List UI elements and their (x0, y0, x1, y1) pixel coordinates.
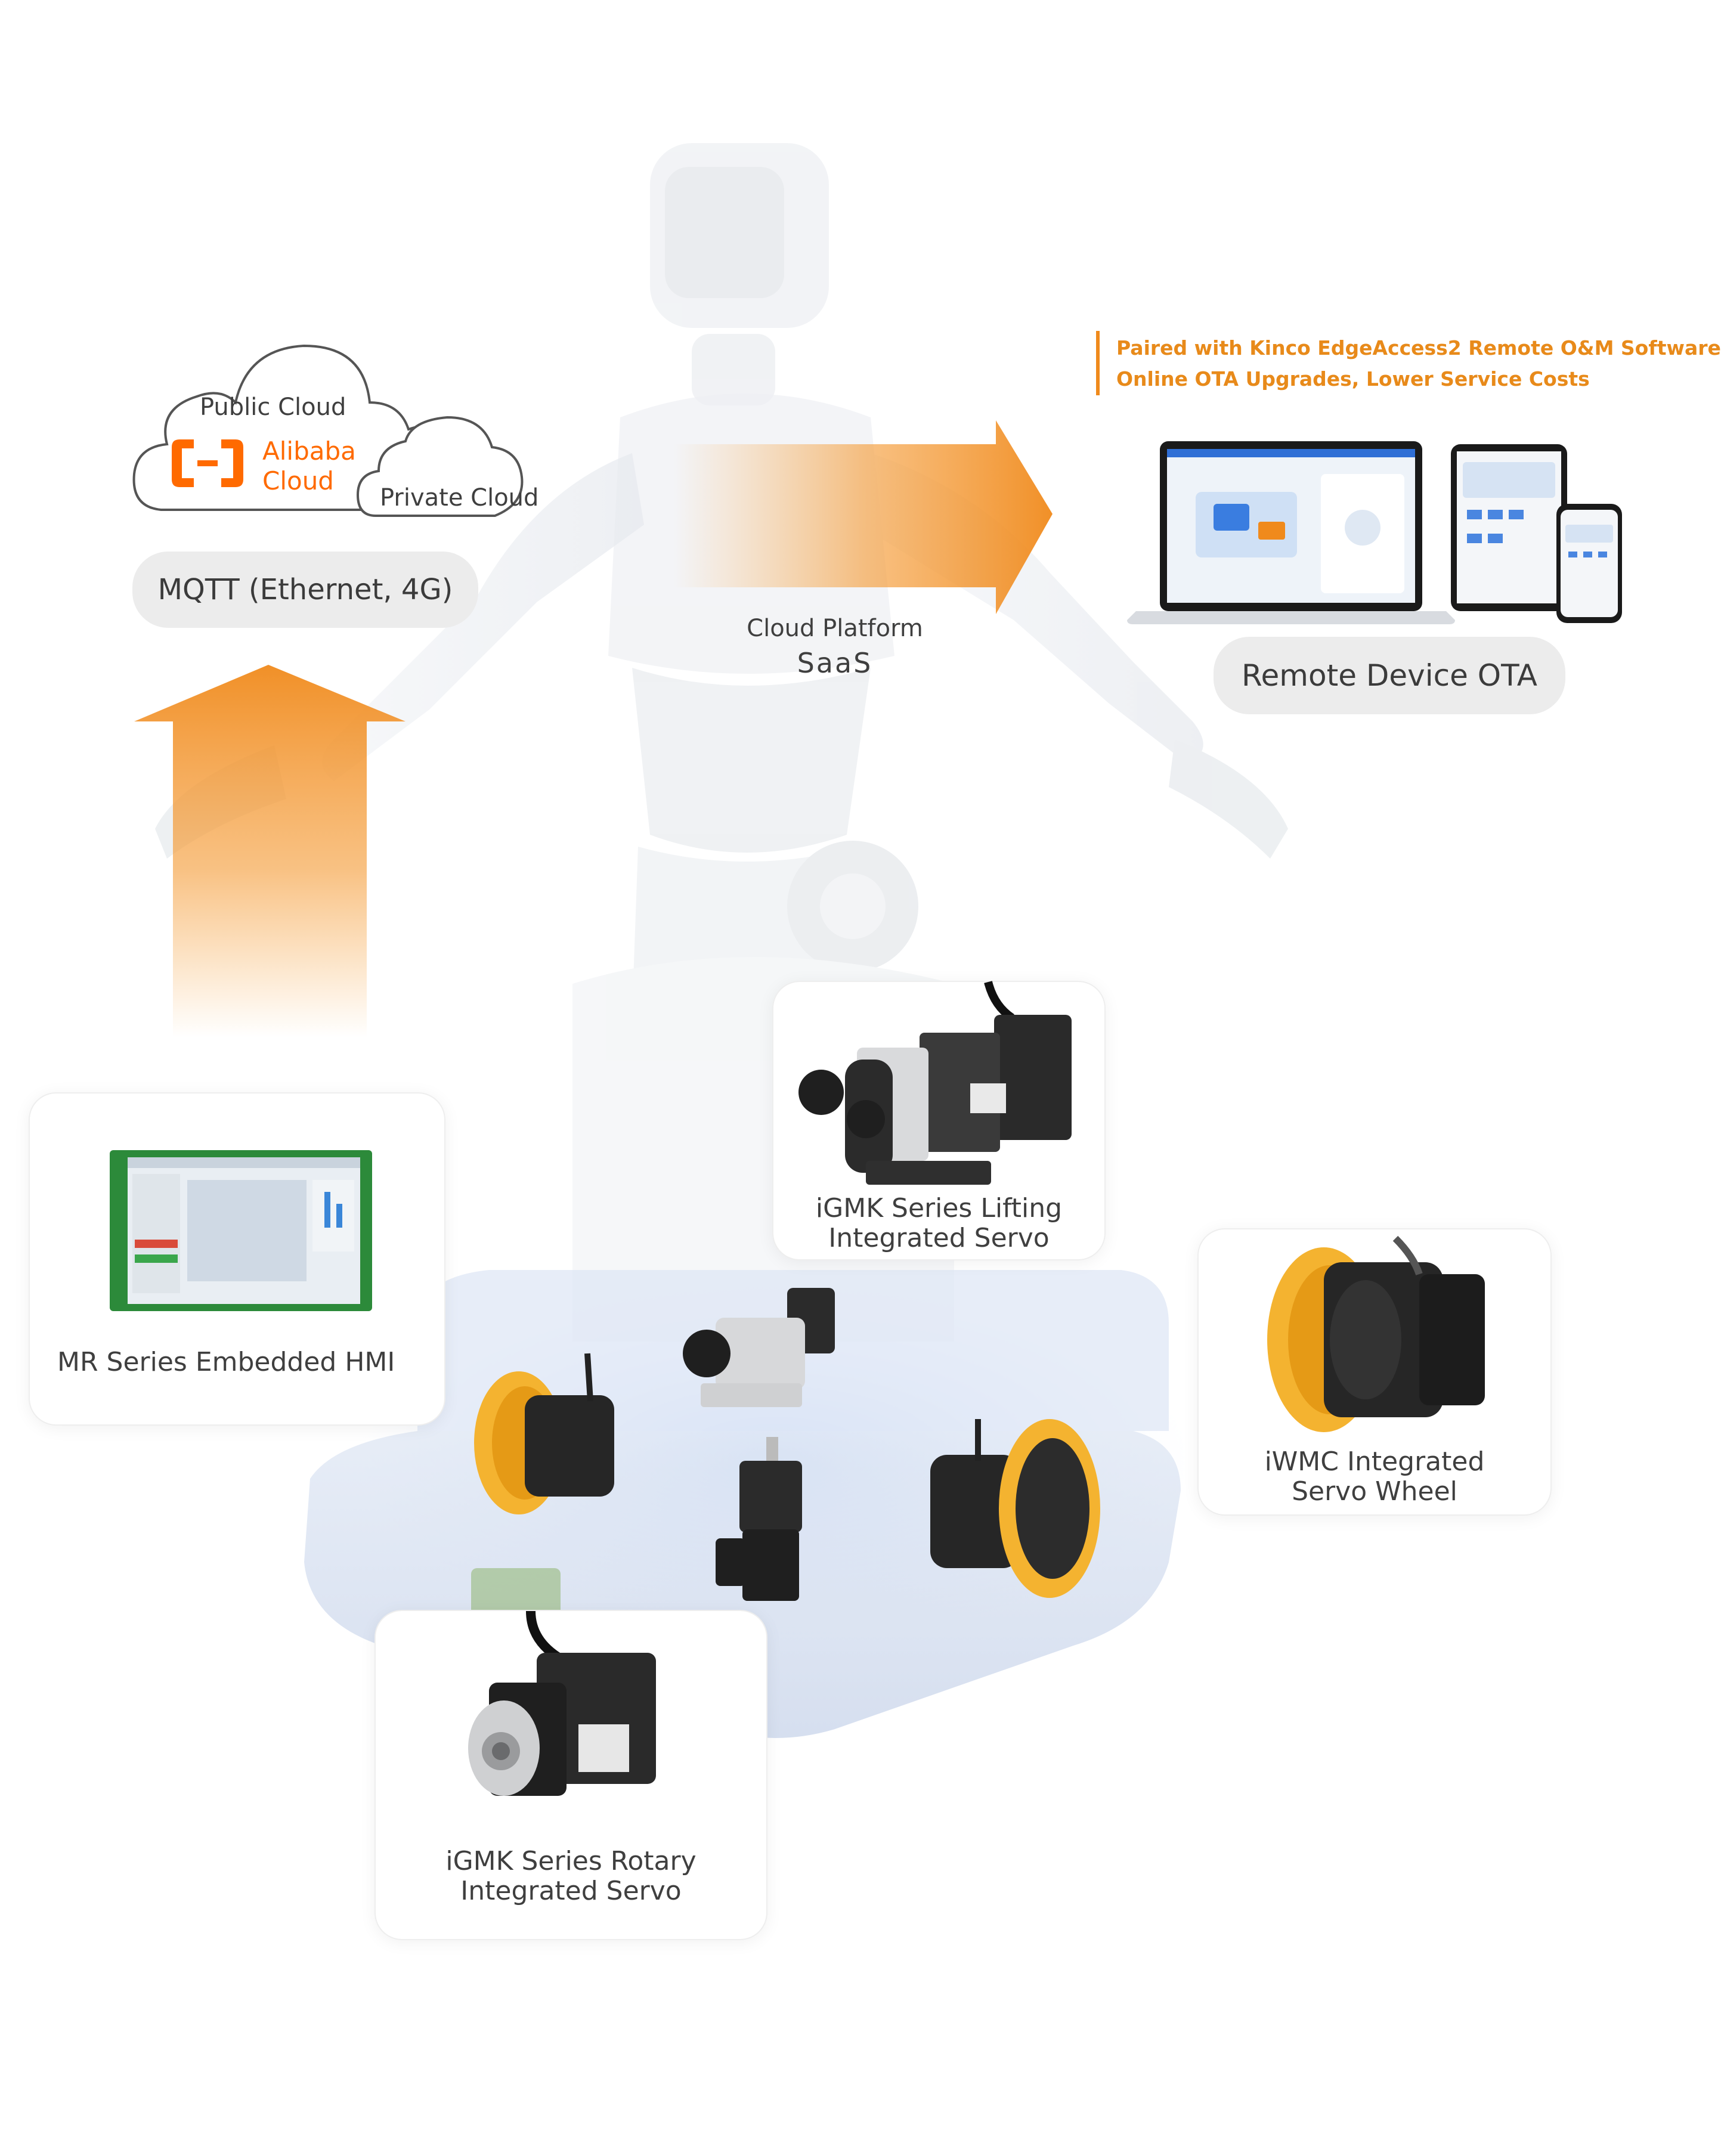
robot-head (650, 143, 829, 405)
lifting-servo-image (798, 981, 1072, 1185)
agv-right-wheel (930, 1419, 1100, 1598)
lifting-servo-label: iGMK Series Lifting Integrated Servo (773, 1194, 1104, 1253)
remote-ota-label: Remote Device OTA (1242, 658, 1537, 693)
public-cloud-label: Public Cloud (200, 394, 346, 421)
note-accent-bar (1096, 331, 1100, 395)
alibaba-cloud-logo-icon (172, 439, 243, 487)
agv-components (474, 1288, 1100, 1601)
agv-lifting-servo (683, 1288, 835, 1407)
hmi-card: MR Series Embedded HMI (29, 1092, 445, 1426)
wheel-line1: iWMC Integrated (1264, 1446, 1485, 1477)
brand-line2: Cloud (262, 466, 334, 495)
hmi-device-image (110, 1150, 372, 1311)
mqtt-label: MQTT (Ethernet, 4G) (157, 573, 453, 606)
remote-ota-pill: Remote Device OTA (1214, 637, 1565, 714)
cloud-platform-title: Cloud Platform (747, 615, 923, 642)
hmi-label: MR Series Embedded HMI (57, 1347, 395, 1377)
software-note: Paired with Kinco EdgeAccess2 Remote O&M… (1116, 333, 1721, 395)
note-line2: Online OTA Upgrades, Lower Service Costs (1116, 367, 1590, 391)
cloud-platform: Cloud Platform SaaS (710, 611, 960, 680)
servo-wheel-image (1267, 1235, 1485, 1432)
flow-arrows (134, 420, 1053, 1037)
rotary-servo-image (468, 1610, 656, 1796)
saas-label: SaaS (797, 647, 873, 679)
note-line1: Paired with Kinco EdgeAccess2 Remote O&M… (1116, 336, 1721, 360)
alibaba-cloud-text: Alibaba Cloud (262, 436, 356, 496)
lifting-line2: Integrated Servo (828, 1223, 1050, 1253)
rotary-line1: iGMK Series Rotary (445, 1846, 697, 1876)
cloud-icon (132, 344, 524, 517)
rotary-servo-label: iGMK Series Rotary Integrated Servo (376, 1847, 766, 1906)
servo-wheel-card: iWMC Integrated Servo Wheel (1197, 1228, 1552, 1516)
agv-left-wheel (474, 1353, 614, 1514)
brand-line1: Alibaba (262, 436, 356, 466)
servo-wheel-label: iWMC Integrated Servo Wheel (1199, 1447, 1550, 1507)
upload-arrow (134, 665, 406, 1037)
wheel-line2: Servo Wheel (1292, 1476, 1457, 1507)
cloud-to-ota-arrow (674, 420, 1053, 614)
lifting-servo-card: iGMK Series Lifting Integrated Servo (772, 981, 1106, 1260)
private-cloud-label: Private Cloud (380, 484, 539, 512)
rotary-line2: Integrated Servo (460, 1876, 682, 1906)
devices-illustration (1127, 441, 1622, 624)
agv-rotary-servo (716, 1437, 802, 1601)
mqtt-pill: MQTT (Ethernet, 4G) (132, 552, 478, 628)
rotary-servo-card: iGMK Series Rotary Integrated Servo (374, 1610, 767, 1940)
lifting-line1: iGMK Series Lifting (815, 1193, 1063, 1223)
